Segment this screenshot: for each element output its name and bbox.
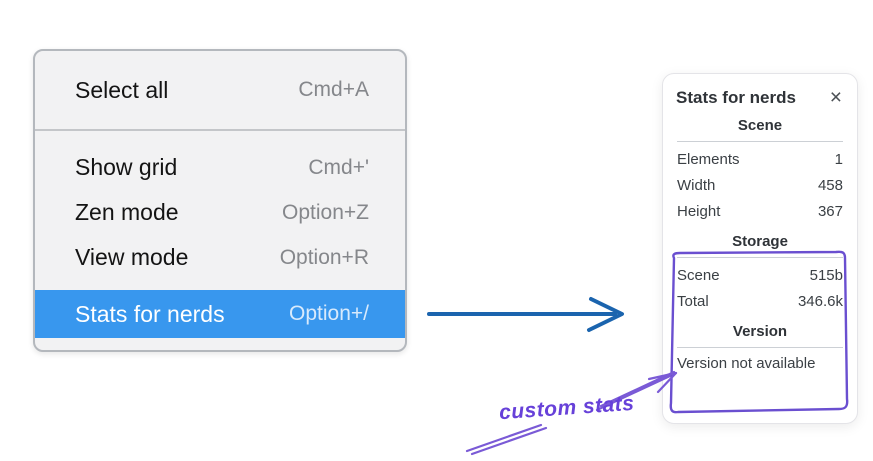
stat-value: 458 (817, 176, 843, 194)
menu-item-zen-mode[interactable]: Zen mode Option+Z (35, 190, 405, 235)
stat-value: 1 (834, 150, 843, 168)
menu-item-label: Zen mode (75, 199, 179, 225)
close-button[interactable]: × (828, 87, 844, 108)
section-header-storage: Storage (732, 233, 788, 250)
stat-value: 346.6k (797, 292, 843, 310)
stat-row-width: Width 458 (676, 172, 844, 198)
stat-label: Height (677, 202, 721, 220)
menu-item-view-mode[interactable]: View mode Option+R (35, 235, 405, 280)
stat-row-total-size: Total 346.6k (676, 288, 844, 314)
context-menu: Select all Cmd+A Show grid Cmd+' Zen mod… (33, 49, 407, 352)
stat-label: Width (677, 176, 716, 194)
section-header-version: Version (732, 323, 788, 340)
stats-panel-header: Stats for nerds × (676, 87, 844, 108)
menu-divider (35, 129, 405, 131)
pointer-arrow (427, 297, 624, 332)
menu-item-label: Select all (75, 76, 169, 103)
menu-item-shortcut: Cmd+' (308, 155, 369, 179)
stat-label: Scene (677, 266, 720, 284)
menu-item-show-grid[interactable]: Show grid Cmd+' (35, 145, 405, 190)
stat-label: Elements (677, 150, 740, 168)
stat-value: 515b (809, 266, 843, 284)
menu-item-select-all[interactable]: Select all Cmd+A (35, 51, 405, 129)
menu-item-label: Show grid (75, 154, 178, 180)
stat-row-elements: Elements 1 (676, 146, 844, 172)
menu-item-shortcut: Cmd+A (298, 78, 369, 101)
annotation-label: custom stats (498, 391, 636, 425)
menu-item-shortcut: Option+R (279, 245, 369, 269)
stat-row-scene-size: Scene 515b (676, 262, 844, 288)
version-note: Version not available (677, 355, 816, 372)
stats-panel-title: Stats for nerds (676, 87, 796, 107)
menu-item-shortcut: Option+/ (289, 302, 369, 325)
menu-item-shortcut: Option+Z (282, 200, 369, 224)
close-icon: × (829, 86, 842, 109)
stat-label: Total (677, 292, 709, 310)
section-header-scene: Scene (737, 117, 783, 134)
stat-row-height: Height 367 (676, 198, 844, 224)
menu-item-label: View mode (75, 244, 189, 270)
section-rule (677, 257, 843, 258)
stat-value: 367 (817, 202, 843, 220)
menu-item-label: Stats for nerds (75, 300, 225, 327)
section-rule (677, 141, 843, 142)
menu-group-spacer (35, 131, 405, 145)
section-rule (677, 347, 843, 348)
stats-panel: Stats for nerds × Scene Elements 1 Width… (662, 73, 858, 424)
menu-item-stats-for-nerds[interactable]: Stats for nerds Option+/ (35, 290, 405, 338)
